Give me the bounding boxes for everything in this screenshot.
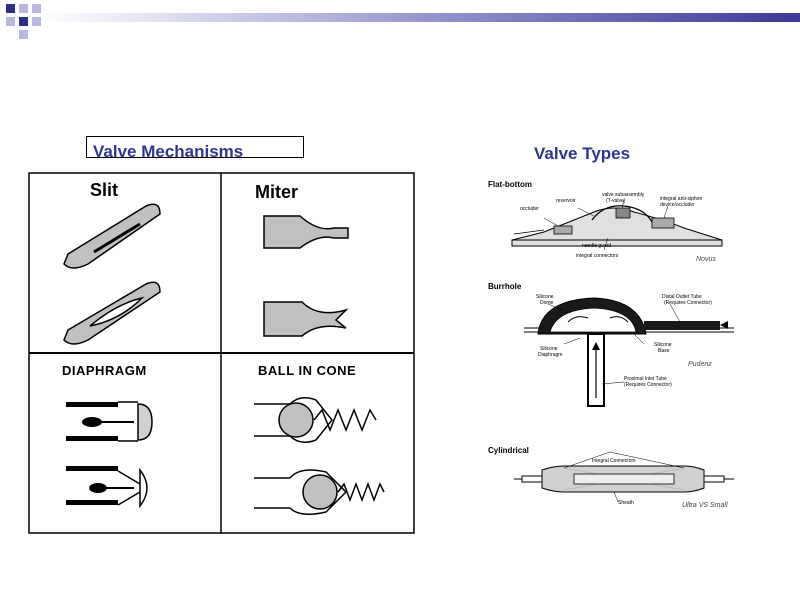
flat-bottom-label: integral anti-siphon [660, 196, 703, 202]
flat-bottom-valve-drawing [511, 199, 723, 251]
burrhole-label: Silicone [536, 294, 554, 300]
burrhole-label: Silicone [654, 342, 672, 348]
miter-open-shape [263, 301, 349, 337]
decorative-header-band [6, 4, 800, 39]
ball-in-cone-open-shape [254, 469, 385, 515]
flat-bottom-label: reservoir [556, 198, 576, 204]
burrhole-label: Silicone [540, 346, 558, 352]
valve-types-illustration [511, 199, 734, 503]
cylindrical-title: Cylindrical [488, 446, 529, 455]
cylindrical-label: Integral Connectors [592, 458, 636, 464]
burrhole-label: Dome [540, 300, 554, 306]
diaphragm-closed-shape [66, 401, 153, 442]
flat-bottom-label: needle guard [582, 243, 612, 249]
valve-types-heading: Valve Types [534, 144, 631, 163]
slit-label: Slit [90, 180, 119, 200]
diaphragm-open-shape [66, 466, 148, 509]
flat-bottom-label: occluder [520, 206, 539, 212]
flat-bottom-label: (T-valve) [606, 198, 626, 204]
burrhole-label: Proximal Inlet Tube [624, 376, 667, 382]
ball-in-cone-closed-shape [254, 397, 377, 443]
valve-mechanisms-heading-box: Valve Mechanisms [86, 136, 304, 161]
burrhole-label: Diaphragm [538, 352, 563, 358]
burrhole-valve-drawing [524, 297, 734, 407]
valve-mechanisms-grid: Slit Miter DIAPHRAGM BALL IN CONE [28, 172, 415, 534]
flat-bottom-title: Flat-bottom [488, 180, 532, 189]
valve-mechanisms-heading: Valve Mechanisms [93, 142, 244, 161]
cylindrical-label: Sheath [618, 500, 634, 506]
slit-closed-shape [63, 203, 161, 269]
flat-bottom-brand: Novus [696, 256, 716, 263]
mechanisms-illustration [28, 172, 415, 534]
ball-in-cone-label: BALL IN CONE [258, 363, 357, 378]
burrhole-label: (Requires Connector) [624, 382, 672, 388]
flat-bottom-label: integral connectors [576, 253, 619, 259]
burrhole-label: Base [658, 348, 670, 354]
diaphragm-label: DIAPHRAGM [62, 363, 147, 378]
slit-open-shape [63, 281, 161, 345]
burrhole-label: Distal Outlet Tube [662, 294, 702, 300]
flat-bottom-label: device/occluder [660, 202, 695, 208]
burrhole-title: Burrhole [488, 282, 522, 291]
miter-label: Miter [255, 182, 299, 202]
cylindrical-brand: Ultra VS Small [682, 502, 728, 509]
valve-types-panel: Flat-bottom valve subassembly (T-valve) … [484, 176, 784, 516]
burrhole-label: (Requires Connector) [664, 300, 712, 306]
cylindrical-valve-drawing [514, 451, 734, 503]
flat-bottom-label: valve subassembly [602, 192, 645, 198]
miter-closed-shape [263, 215, 349, 249]
burrhole-brand: Pudenz [688, 361, 712, 368]
